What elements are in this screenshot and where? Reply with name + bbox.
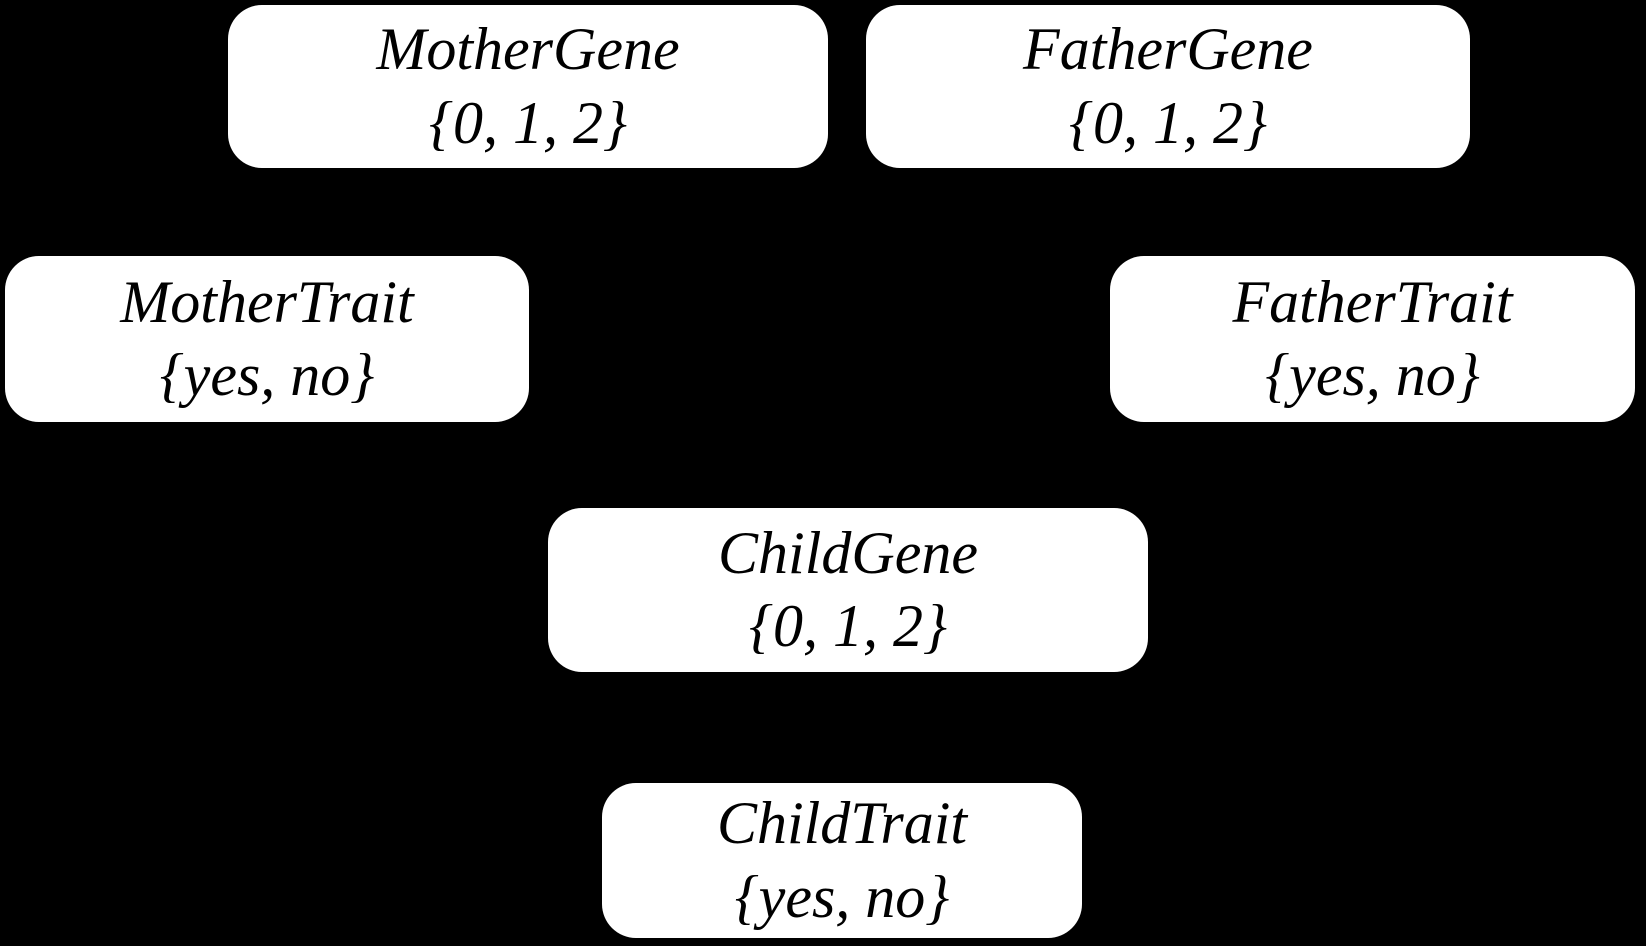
node-mother-gene-domain: {0, 1, 2} — [429, 89, 627, 156]
node-father-gene-title: FatherGene — [1023, 16, 1313, 83]
node-child-trait: ChildTrait {yes, no} — [602, 783, 1082, 938]
node-child-trait-title: ChildTrait — [716, 790, 968, 857]
node-mother-gene-title: MotherGene — [376, 16, 680, 83]
node-child-trait-domain: {yes, no} — [734, 863, 950, 930]
node-child-gene: ChildGene {0, 1, 2} — [548, 508, 1148, 672]
node-father-gene: FatherGene {0, 1, 2} — [866, 5, 1470, 168]
node-child-gene-title: ChildGene — [718, 519, 978, 586]
node-mother-trait-domain: {yes, no} — [159, 342, 375, 408]
node-father-trait-title: FatherTrait — [1232, 268, 1513, 335]
node-mother-trait-title: MotherTrait — [120, 268, 414, 335]
node-mother-trait: MotherTrait {yes, no} — [5, 256, 529, 422]
node-father-gene-domain: {0, 1, 2} — [1069, 89, 1267, 156]
node-father-trait: FatherTrait {yes, no} — [1110, 256, 1635, 422]
node-child-gene-domain: {0, 1, 2} — [749, 593, 947, 659]
node-father-trait-domain: {yes, no} — [1265, 342, 1480, 408]
node-mother-gene: MotherGene {0, 1, 2} — [228, 5, 828, 168]
